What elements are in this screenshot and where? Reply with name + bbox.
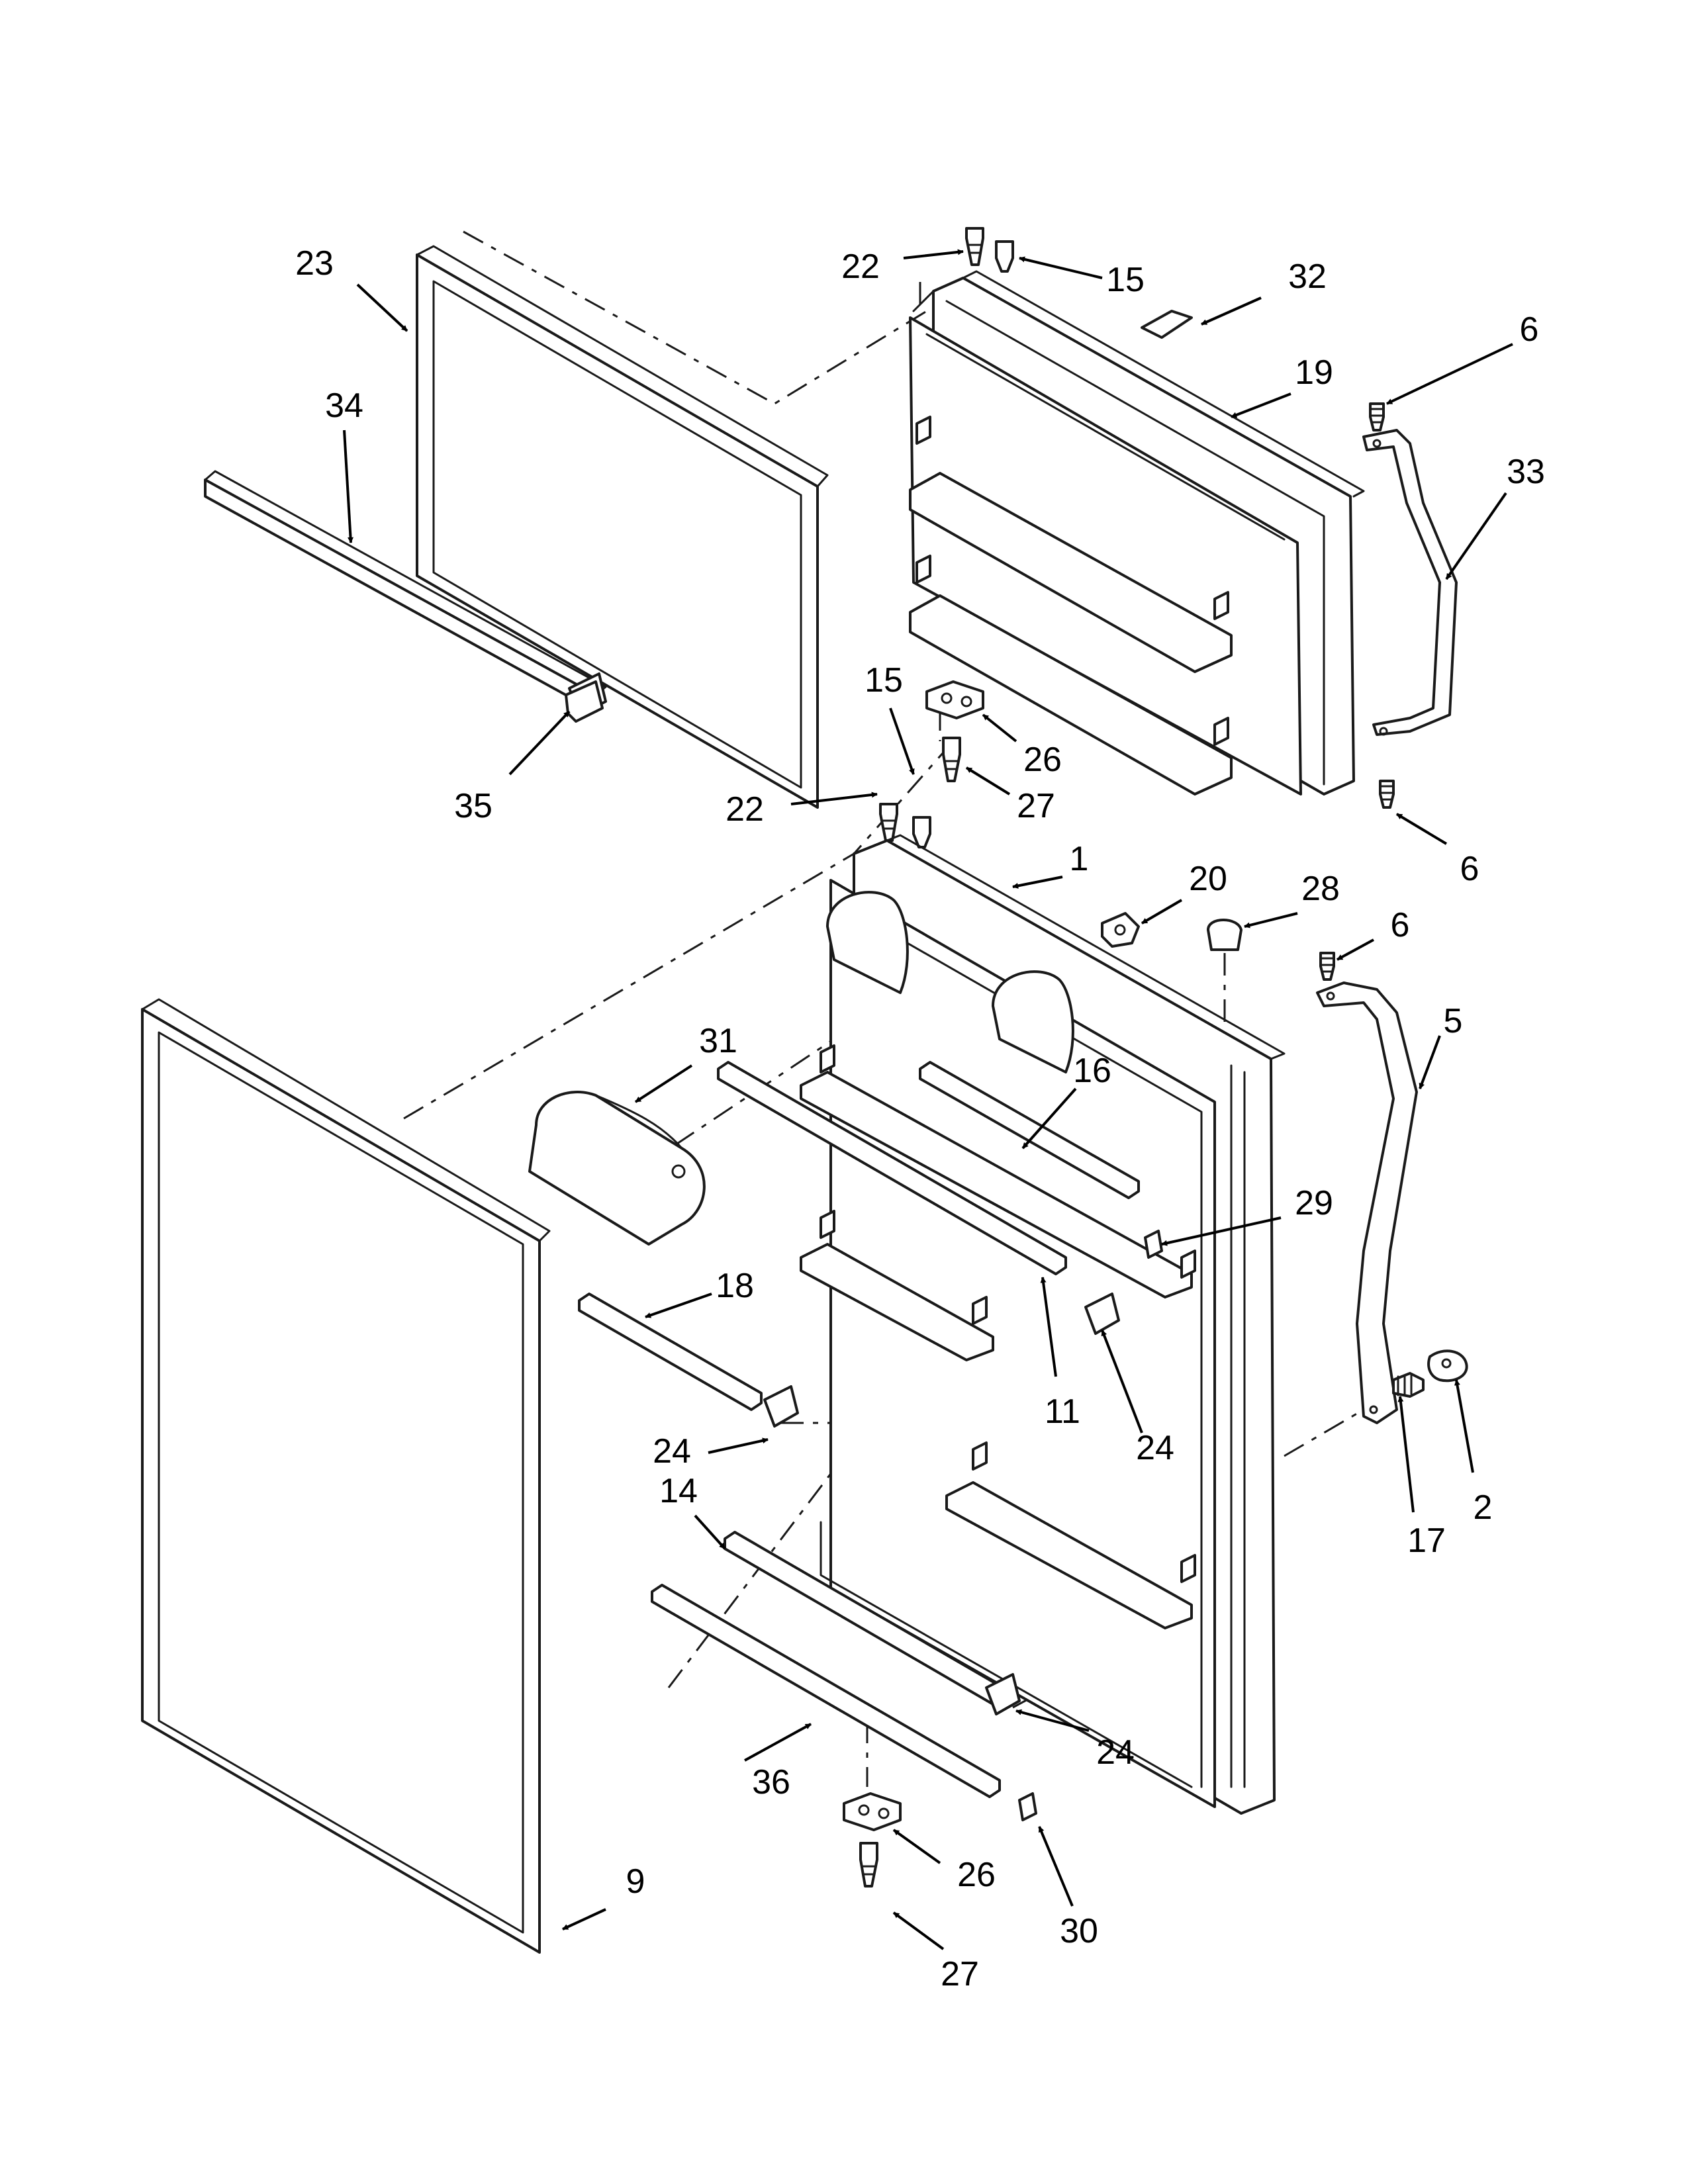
callout-27-upper: 27 [1017,787,1055,825]
callout-14: 14 [659,1472,698,1510]
callout-20: 20 [1189,860,1227,898]
end-cap [1018,1792,1037,1821]
leader-arrows [343,249,1513,1950]
dairy-bin [528,1091,706,1246]
screw [1369,402,1385,432]
end-cap [763,1385,799,1428]
callout-labels: 23 34 35 22 15 32 19 6 33 15 26 27 6 22 … [295,244,1545,1993]
callout-9: 9 [626,1862,645,1901]
callout-35: 35 [454,787,492,825]
callout-1: 1 [1070,840,1089,878]
screw [965,227,984,266]
callout-2: 2 [1474,1488,1493,1527]
handle-screw [1392,1372,1425,1398]
callout-15-middle: 15 [865,661,903,700]
freezer-handle [1362,429,1458,736]
plug [912,816,931,848]
end-cap [985,1673,1021,1715]
hinge-bracket [843,1792,902,1831]
hinge-screw [942,737,961,782]
callout-26-upper: 26 [1023,741,1062,779]
screw [1319,952,1335,981]
hinge-plug [1101,912,1140,948]
callout-24-right: 24 [1136,1429,1174,1467]
callout-11: 11 [1045,1392,1080,1431]
callout-15-upper: 15 [1106,261,1145,299]
callout-29: 29 [1295,1184,1333,1222]
fresh-food-handle [1316,981,1418,1424]
shelf-bar [578,1293,763,1411]
callout-28: 28 [1301,870,1340,908]
callout-23: 23 [295,244,334,283]
door-bar [919,1061,1140,1199]
callout-34: 34 [325,387,363,425]
callout-22-lower: 22 [726,790,764,829]
callout-6-upper: 6 [1520,310,1539,349]
freezer-door-liner [909,270,1365,796]
callout-6-middle: 6 [1460,850,1479,888]
end-cap [1144,1230,1163,1259]
shelf-bar [651,1584,1001,1798]
callout-24-left: 24 [653,1432,691,1471]
callout-27-lower: 27 [941,1955,979,1993]
callout-22-upper: 22 [841,248,880,286]
fresh-food-door-gasket [141,998,551,1954]
callout-33: 33 [1507,453,1545,491]
callout-6-lower: 6 [1391,906,1410,944]
plug [995,240,1014,273]
screw [1379,780,1395,809]
callout-30: 30 [1060,1912,1098,1950]
label-decal [1141,310,1193,339]
end-cap [1084,1293,1120,1335]
callout-31: 31 [699,1022,737,1060]
callout-26-lower: 26 [957,1856,996,1894]
callout-19: 19 [1295,353,1333,392]
callout-5: 5 [1444,1002,1463,1040]
callout-32: 32 [1288,257,1327,296]
callout-17: 17 [1407,1522,1446,1560]
cap-plug [1207,919,1243,951]
callout-18: 18 [716,1267,754,1305]
callout-16: 16 [1073,1052,1111,1090]
screw [879,803,898,842]
shelf-bar [717,1061,1067,1275]
freezer-door-gasket [416,245,829,809]
callout-36: 36 [752,1763,790,1801]
handle-cap [1427,1349,1468,1383]
fresh-food-door-liner [800,834,1286,1815]
callout-24-lower: 24 [1096,1733,1135,1772]
hinge-screw [859,1842,878,1888]
end-cap [565,680,604,723]
hinge-bracket [925,680,984,719]
